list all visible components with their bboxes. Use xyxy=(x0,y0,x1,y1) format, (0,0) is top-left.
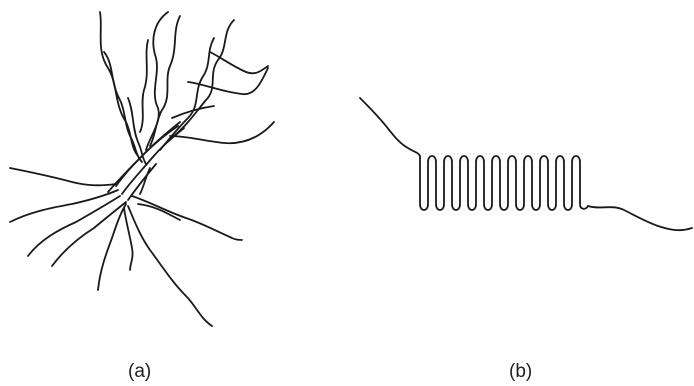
strand xyxy=(10,168,116,185)
strand xyxy=(124,208,133,270)
coil xyxy=(420,156,588,210)
strand xyxy=(132,196,242,240)
strand xyxy=(100,12,138,156)
strand xyxy=(52,202,126,266)
panel-b-drawing xyxy=(360,98,692,230)
panel-a-caption: (a) xyxy=(128,361,151,383)
strand xyxy=(210,52,268,73)
coil-strand xyxy=(360,98,420,156)
strand xyxy=(28,196,120,256)
strand xyxy=(174,20,234,136)
strand xyxy=(146,12,168,150)
coil-strand xyxy=(588,206,692,230)
strand xyxy=(140,40,148,132)
strand xyxy=(98,204,126,290)
panel-a-drawing xyxy=(10,12,274,326)
panel-b-caption: (b) xyxy=(509,361,532,383)
strand xyxy=(104,52,142,162)
